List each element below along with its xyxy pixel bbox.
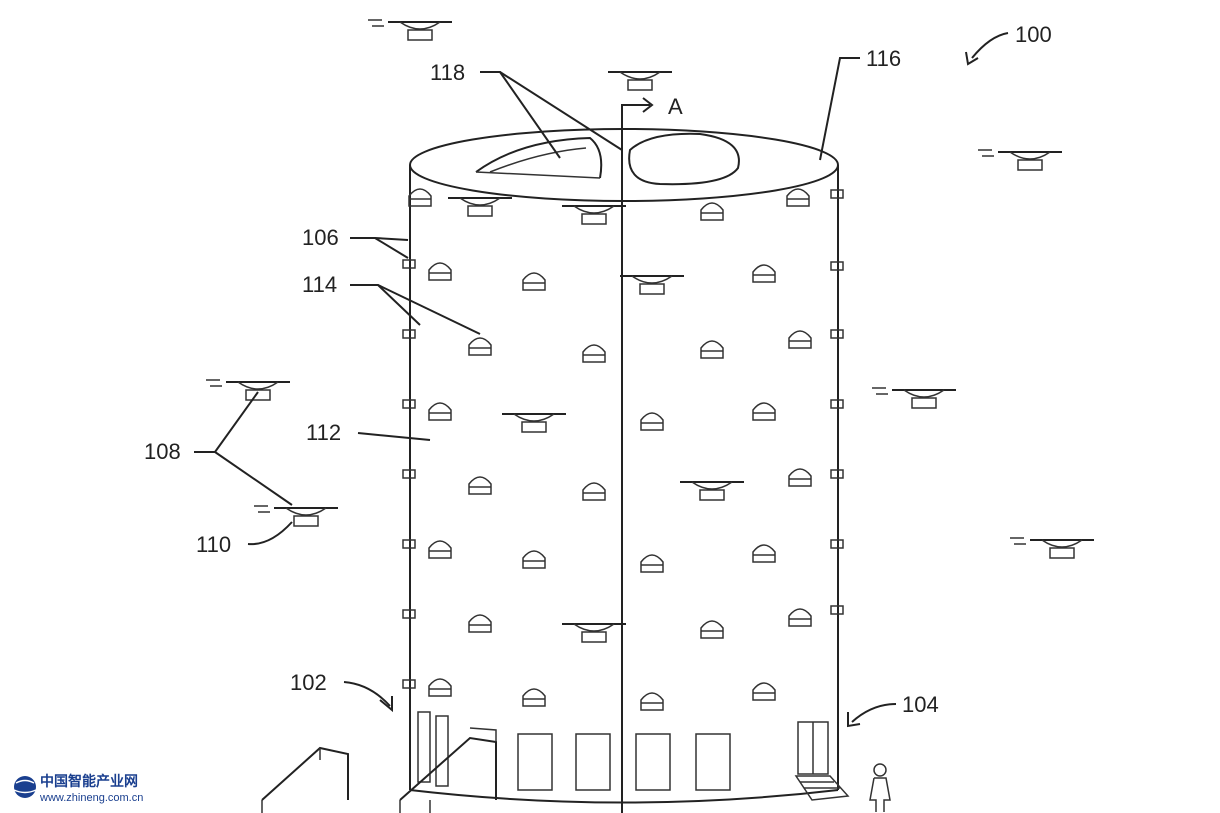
drone-icon: [448, 197, 512, 217]
bay-window: [468, 476, 492, 495]
reference-labels: 100 116 118 A 106 114 112 108 110 102 10…: [144, 22, 1052, 728]
label-110: 110: [196, 532, 231, 557]
bay-window: [788, 468, 812, 487]
drone-icon: [872, 387, 956, 409]
truck-left: [261, 746, 349, 801]
label-102: 102: [290, 670, 327, 695]
globe-icon: [14, 776, 36, 798]
ground-doors: [417, 711, 850, 801]
drone-icon: [620, 275, 684, 295]
label-104: 104: [902, 692, 939, 717]
bay-window: [468, 614, 492, 633]
bay-window: [788, 608, 812, 627]
watermark-logo: 中国智能产业网 www.zhineng.com.cn: [13, 773, 143, 804]
roof-port-closed: [628, 132, 740, 186]
label-112: 112: [306, 420, 341, 445]
bay-window: [700, 340, 724, 359]
bay-window: [582, 344, 606, 363]
bay-window: [428, 540, 452, 559]
dock: [402, 259, 416, 269]
drones: [206, 19, 1094, 643]
bay-window: [468, 337, 492, 356]
bay-door: [695, 733, 731, 791]
dock: [402, 609, 416, 619]
drone-icon: [368, 19, 452, 41]
dock: [402, 679, 416, 689]
label-116: 116: [866, 46, 901, 71]
drone-icon: [680, 481, 744, 501]
roof-port-open: [475, 136, 603, 179]
bay-window: [700, 620, 724, 639]
bay-window: [752, 402, 776, 421]
person-icon: [869, 763, 891, 812]
dock: [830, 605, 844, 615]
bay-window: [752, 544, 776, 563]
dock: [402, 539, 416, 549]
dock: [830, 469, 844, 479]
bay-window: [428, 678, 452, 697]
label-108: 108: [144, 439, 181, 464]
drone-icon: [206, 379, 290, 401]
bay-windows: [408, 188, 812, 711]
dock: [402, 469, 416, 479]
bay-window: [582, 482, 606, 501]
bay-window: [640, 412, 664, 431]
bay-window: [788, 330, 812, 349]
drone-icon: [1010, 537, 1094, 559]
label-118: 118: [430, 60, 465, 85]
drone-icon: [254, 505, 338, 527]
watermark-name: 中国智能产业网: [40, 773, 138, 790]
dock: [830, 399, 844, 409]
bay-window: [522, 688, 546, 707]
drone-icon: [608, 71, 672, 91]
drone-icon: [562, 205, 626, 225]
bay-window: [522, 272, 546, 291]
label-100: 100: [1015, 22, 1052, 47]
dock: [402, 399, 416, 409]
docking-stations: [402, 189, 844, 689]
bay-window: [428, 262, 452, 281]
bay-window: [752, 682, 776, 701]
dock: [402, 329, 416, 339]
dock: [830, 189, 844, 199]
bay-window: [752, 264, 776, 283]
dock: [830, 261, 844, 271]
truck-right: [399, 736, 497, 801]
bay-door: [575, 733, 611, 791]
drone-icon: [978, 149, 1062, 171]
bay-window: [428, 402, 452, 421]
bay-window: [522, 550, 546, 569]
bay-window: [786, 188, 810, 207]
trucks: [261, 727, 497, 813]
watermark-url: www.zhineng.com.cn: [39, 792, 143, 804]
drone-icon: [562, 623, 626, 643]
label-A: A: [668, 94, 683, 119]
bay-door: [517, 733, 553, 791]
bay-window: [640, 554, 664, 573]
bay-window: [700, 202, 724, 221]
roof: [409, 128, 839, 202]
label-106: 106: [302, 225, 339, 250]
bay-window: [640, 692, 664, 711]
dock: [830, 539, 844, 549]
dock: [830, 329, 844, 339]
bay-door: [635, 733, 671, 791]
bay-window: [408, 188, 432, 207]
drone-icon: [502, 413, 566, 433]
label-114: 114: [302, 272, 337, 297]
